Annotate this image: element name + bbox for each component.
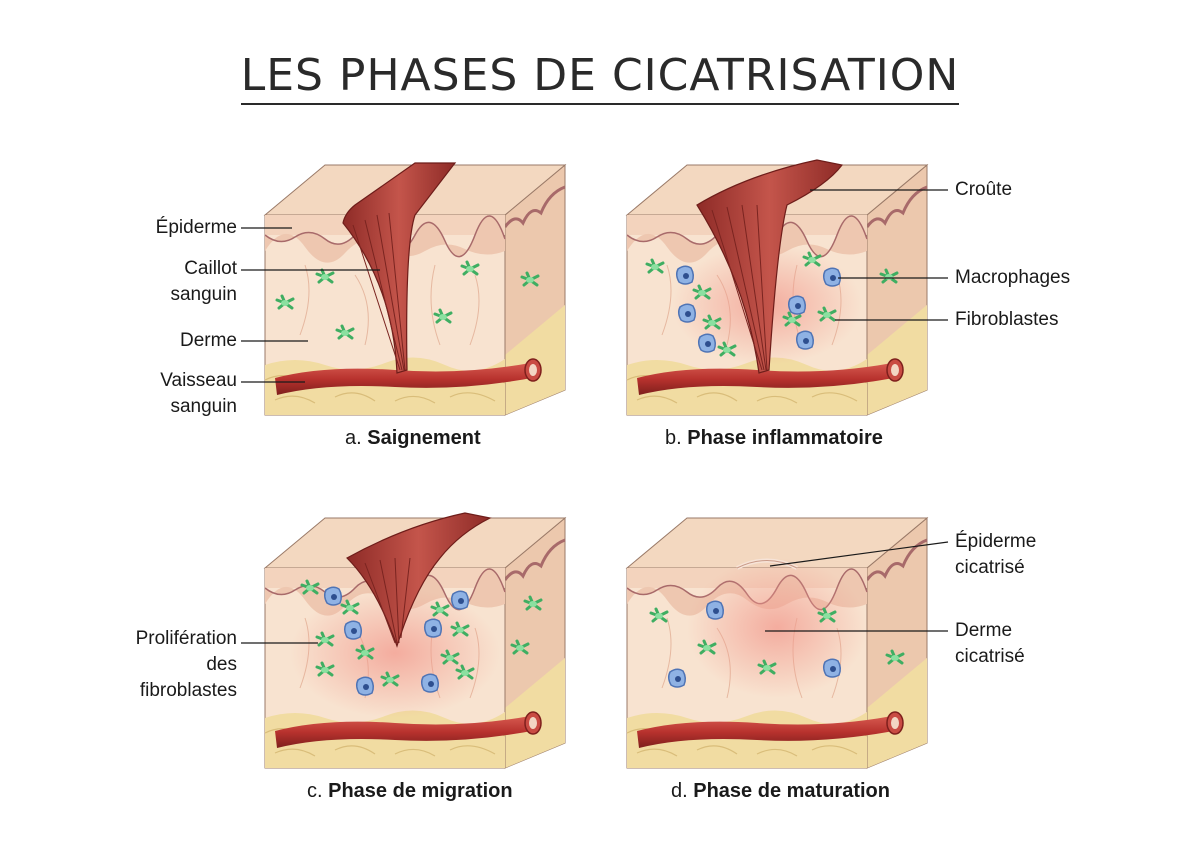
caption-b-name: Phase inflammatoire — [687, 427, 883, 449]
label-derme-cicatrise-line2: cicatrisé — [955, 644, 1025, 670]
label-derme-cicatrise-line1: Derme — [955, 618, 1025, 644]
caption-b-letter: b. — [665, 427, 682, 449]
label-epiderme-cicatrise-line1: Épiderme — [955, 529, 1036, 555]
label-macrophages: Macrophages — [955, 265, 1070, 291]
caption-panel-b: b. Phase inflammatoire — [665, 427, 883, 450]
label-derme: Derme — [180, 328, 237, 354]
label-derme-cicatrise: Derme cicatrisé — [955, 618, 1025, 670]
panel-c-block — [265, 513, 565, 768]
caption-panel-d: d. Phase de maturation — [671, 780, 890, 803]
label-proliferation-line2: des — [136, 652, 237, 678]
label-caillot-line1: Caillot — [170, 256, 237, 282]
label-macrophages-text: Macrophages — [955, 267, 1070, 288]
label-epiderme-text: Épiderme — [156, 217, 237, 238]
caption-d-letter: d. — [671, 780, 688, 802]
panel-b-block — [627, 160, 927, 415]
label-vaisseau-line2: sanguin — [160, 394, 237, 420]
label-vaisseau-sanguin: Vaisseau sanguin — [160, 368, 237, 420]
label-proliferation-line3: fibroblastes — [136, 678, 237, 704]
caption-a-letter: a. — [345, 427, 362, 449]
panel-a-block — [265, 163, 565, 415]
label-caillot-sanguin: Caillot sanguin — [170, 256, 237, 308]
label-epiderme-cicatrise-line2: cicatrisé — [955, 555, 1036, 581]
label-caillot-line2: sanguin — [170, 282, 237, 308]
label-vaisseau-line1: Vaisseau — [160, 368, 237, 394]
label-croute: Croûte — [955, 177, 1012, 203]
caption-d-name: Phase de maturation — [693, 780, 890, 802]
caption-c-letter: c. — [307, 780, 323, 802]
caption-a-name: Saignement — [367, 427, 480, 449]
panel-d-block — [627, 518, 927, 768]
label-proliferation-fibroblastes: Prolifération des fibroblastes — [136, 626, 237, 704]
label-croute-text: Croûte — [955, 179, 1012, 200]
caption-panel-a: a. Saignement — [345, 427, 481, 450]
label-epiderme-cicatrise: Épiderme cicatrisé — [955, 529, 1036, 581]
caption-panel-c: c. Phase de migration — [307, 780, 513, 803]
label-derme-text: Derme — [180, 330, 237, 351]
label-proliferation-line1: Prolifération — [136, 626, 237, 652]
label-fibroblastes: Fibroblastes — [955, 307, 1059, 333]
label-fibroblastes-text: Fibroblastes — [955, 309, 1059, 330]
label-epiderme: Épiderme — [156, 215, 237, 241]
caption-c-name: Phase de migration — [328, 780, 513, 802]
